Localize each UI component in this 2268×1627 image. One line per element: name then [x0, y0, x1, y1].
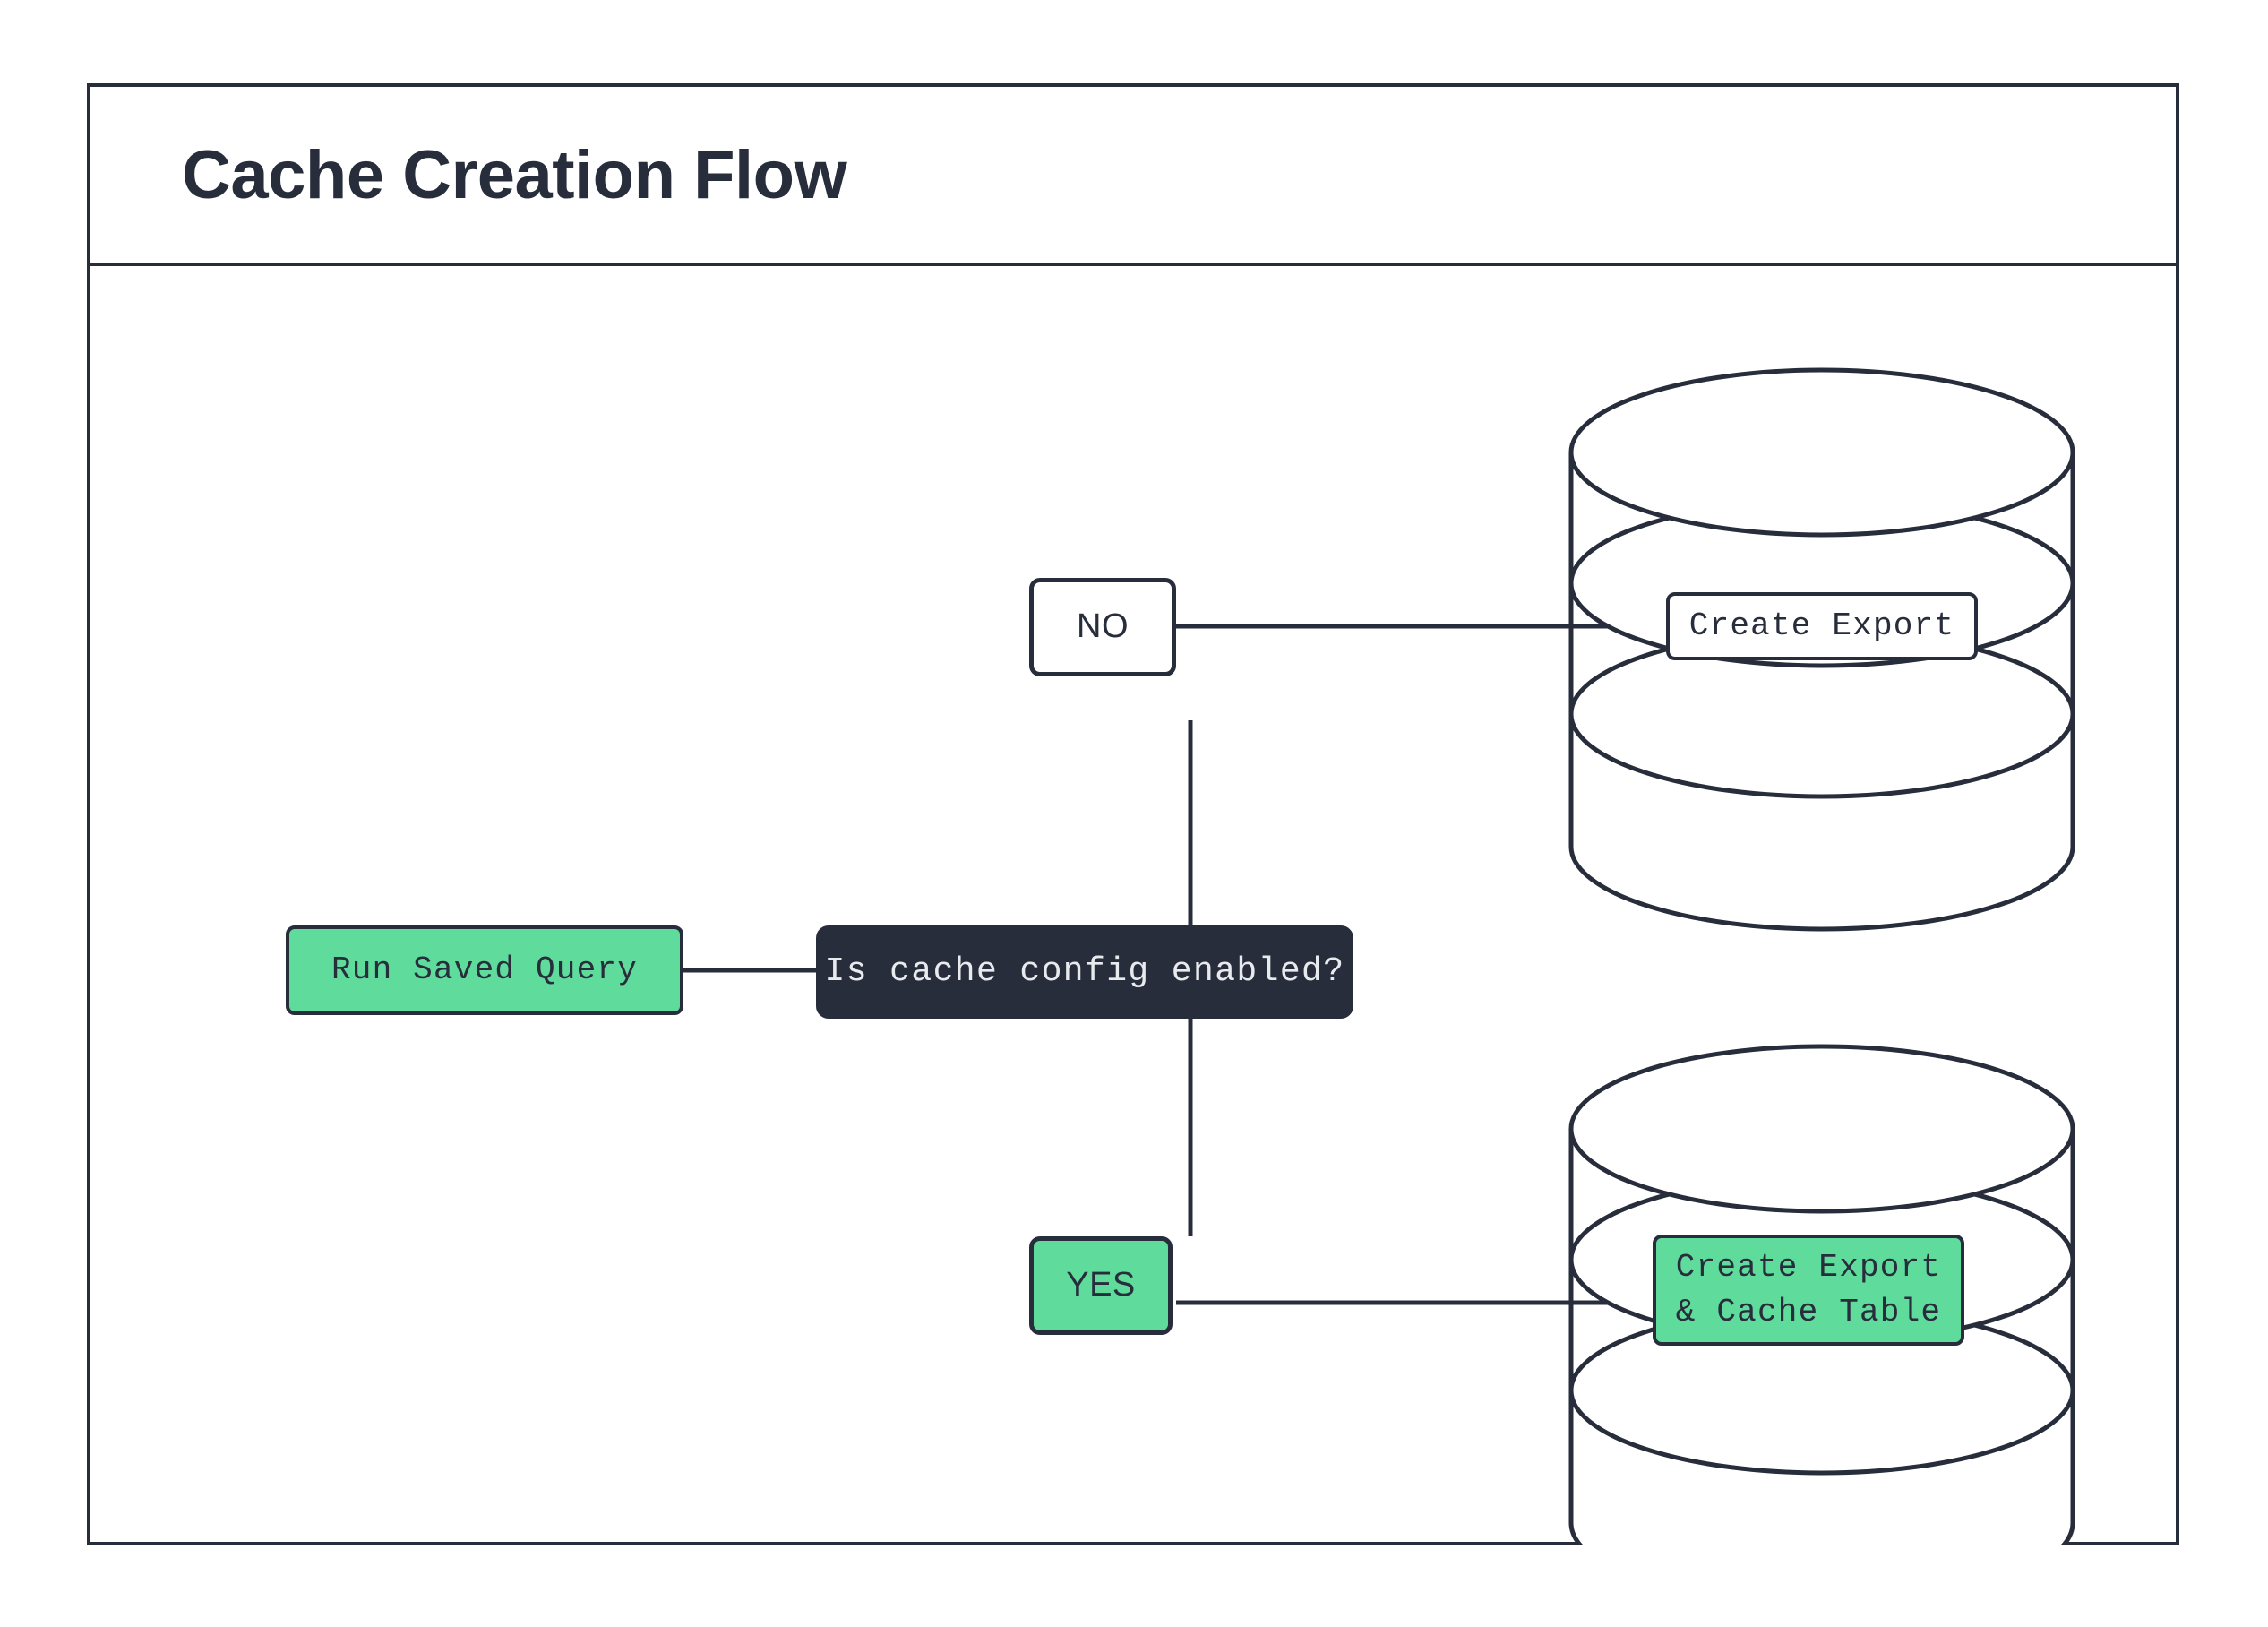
node-is-cache-config-enabled[interactable]: Is cache config enabled?: [816, 925, 1353, 1019]
diagram-frame: Cache Creation Flow: [87, 83, 2179, 1545]
node-create-export-and-cache-table[interactable]: Create Export & Cache Table: [1653, 1235, 1964, 1346]
node-branch-yes[interactable]: YES: [1029, 1236, 1173, 1335]
page-title: Cache Creation Flow: [182, 136, 847, 213]
edge-group: [683, 624, 1667, 1305]
diagram-title-bar: Cache Creation Flow: [90, 87, 2176, 266]
node-create-export[interactable]: Create Export: [1666, 592, 1978, 660]
flowchart-canvas: Run Saved Query Is cache config enabled?…: [90, 266, 2176, 1545]
node-branch-no[interactable]: NO: [1029, 578, 1176, 676]
flowchart-vector-layer: [683, 367, 2075, 1545]
node-run-saved-query[interactable]: Run Saved Query: [286, 925, 683, 1015]
